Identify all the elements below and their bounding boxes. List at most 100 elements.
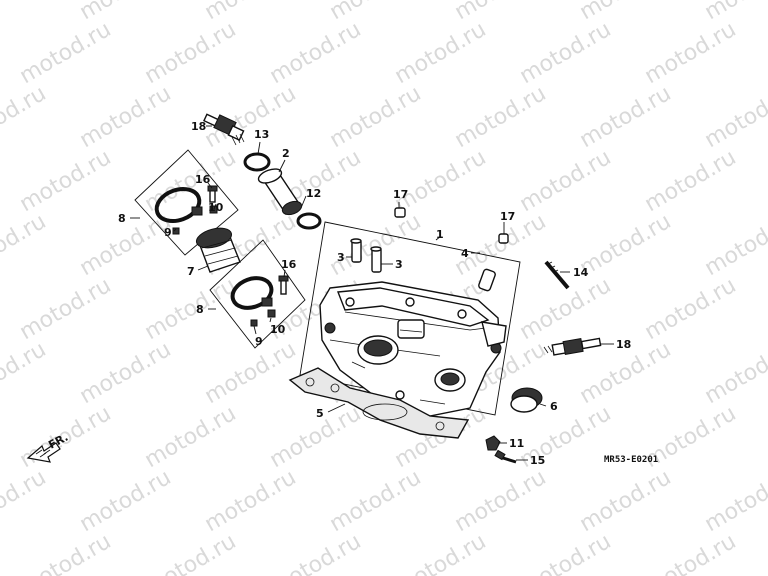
watermark-text: motod.ru	[76, 337, 176, 409]
watermark-text: motod.ru	[641, 145, 741, 217]
watermark-text: motod.ru	[451, 0, 551, 25]
callout-14: 14	[573, 266, 589, 279]
callout-10b: 10	[270, 323, 286, 336]
washer-9-lower	[250, 319, 258, 327]
watermark-text: motod.ru	[701, 337, 768, 409]
callout-4: 4	[461, 247, 469, 260]
callout-3a: 3	[337, 251, 345, 264]
callout-2: 2	[282, 147, 290, 160]
callout-5: 5	[316, 407, 324, 420]
nut-10-lower	[267, 309, 276, 318]
valve-guide-3a	[350, 238, 362, 263]
front-direction-arrow	[26, 442, 61, 463]
watermark-text: motod.ru	[0, 81, 50, 153]
dowel-pin-17b	[498, 233, 509, 244]
callout-1: 1	[436, 228, 444, 241]
watermark-text: motod.ru	[201, 0, 301, 25]
watermark-text: motod.ru	[0, 337, 50, 409]
callout-labels: 18 13 2 12 16 10 9 8 7 16 10 9 8 17 17 1…	[118, 120, 631, 467]
sleeve-4	[478, 268, 496, 292]
valve-guide-3b	[370, 246, 382, 273]
watermark-text: motod.ru	[326, 81, 426, 153]
watermark-text: motod.ru	[0, 209, 50, 281]
intake-insulator-2	[257, 168, 303, 216]
callout-18b: 18	[616, 338, 631, 351]
stud-bolt-14	[544, 260, 570, 290]
callout-7: 7	[187, 265, 195, 278]
bolt-15	[494, 449, 517, 464]
washer-9-upper	[172, 227, 180, 235]
nut-10-upper	[209, 205, 218, 214]
drawing-code: MR53-E0201	[604, 455, 658, 465]
watermark-text: motod.ru	[391, 145, 491, 217]
callout-17a: 17	[393, 188, 408, 201]
watermark-text: motod.ru	[516, 145, 616, 217]
watermark-text: motod.ru	[76, 0, 176, 25]
watermark-text: motod.ru	[201, 465, 301, 537]
watermark-text: motod.ru	[701, 209, 768, 281]
callout-3b: 3	[395, 258, 403, 271]
watermark-text: motod.ru	[141, 529, 241, 576]
watermark-text: motod.ru	[326, 0, 426, 25]
callout-9b: 9	[255, 335, 263, 348]
watermark-text: motod.ru	[76, 465, 176, 537]
cylinder-head-1	[319, 281, 507, 419]
nut-11	[485, 435, 501, 451]
watermark-text: motod.ru	[641, 17, 741, 89]
screw-16-lower	[278, 275, 289, 295]
watermark-text: motod.ru	[516, 17, 616, 89]
watermark-text: motod.ru	[0, 0, 50, 25]
watermark-text: motod.ru	[641, 529, 741, 576]
watermark-text: motod.ru	[201, 81, 301, 153]
watermark-text: motod.ru	[16, 529, 116, 576]
watermark-text: motod.ru	[0, 465, 50, 537]
callout-16b: 16	[281, 258, 297, 271]
watermark-text: motod.ru	[516, 529, 616, 576]
watermark-text: motod.ru	[141, 401, 241, 473]
watermark-text: motod.ru	[701, 465, 768, 537]
callout-6: 6	[550, 400, 558, 413]
callout-17b: 17	[500, 210, 515, 223]
watermark-text: motod.ru	[201, 337, 301, 409]
watermark-text: motod.ru	[701, 0, 768, 25]
watermark-text: motod.ru	[76, 81, 176, 153]
callout-9a: 9	[164, 226, 172, 239]
dowel-pin-17a	[394, 207, 406, 218]
watermark-text: motod.ru	[576, 209, 676, 281]
callout-15: 15	[530, 454, 545, 467]
watermark-text: motod.ru	[701, 81, 768, 153]
watermark-text: motod.ru	[576, 0, 676, 25]
leader-lines	[130, 125, 614, 461]
watermark-text: motod.ru	[576, 465, 676, 537]
hose-clamp-upper	[154, 187, 203, 223]
callout-10a: 10	[208, 201, 224, 214]
callout-18a: 18	[191, 120, 206, 133]
watermark-text: motod.ru	[16, 273, 116, 345]
intake-joint-7	[195, 227, 241, 273]
watermark-text: motod.ru	[266, 17, 366, 89]
watermark-text: motod.ru	[391, 17, 491, 89]
callout-16a: 16	[195, 173, 211, 186]
watermark-text: motod.ru	[451, 81, 551, 153]
watermark-text: motod.ru	[141, 273, 241, 345]
callout-11: 11	[509, 437, 524, 450]
watermark-text: motod.ru	[451, 465, 551, 537]
watermark-text: motod.ru	[141, 17, 241, 89]
spark-plug-lower	[543, 337, 602, 356]
callout-13: 13	[254, 128, 269, 141]
lower-clamp-kit-frame	[209, 239, 306, 349]
o-ring-12	[296, 212, 322, 230]
watermark-text: motod.ru	[576, 81, 676, 153]
cylinder-head-frame	[299, 221, 521, 416]
plug-cap-6	[510, 387, 543, 413]
watermark-text: motod.ru	[16, 17, 116, 89]
head-gasket-5	[288, 367, 470, 439]
spark-plug-upper	[203, 113, 245, 146]
watermark-text: motod.ru	[16, 145, 116, 217]
watermark-text: motod.ru	[266, 529, 366, 576]
callout-12: 12	[306, 187, 321, 200]
hose-clamp-lower	[230, 276, 274, 310]
callout-8b: 8	[196, 303, 204, 316]
